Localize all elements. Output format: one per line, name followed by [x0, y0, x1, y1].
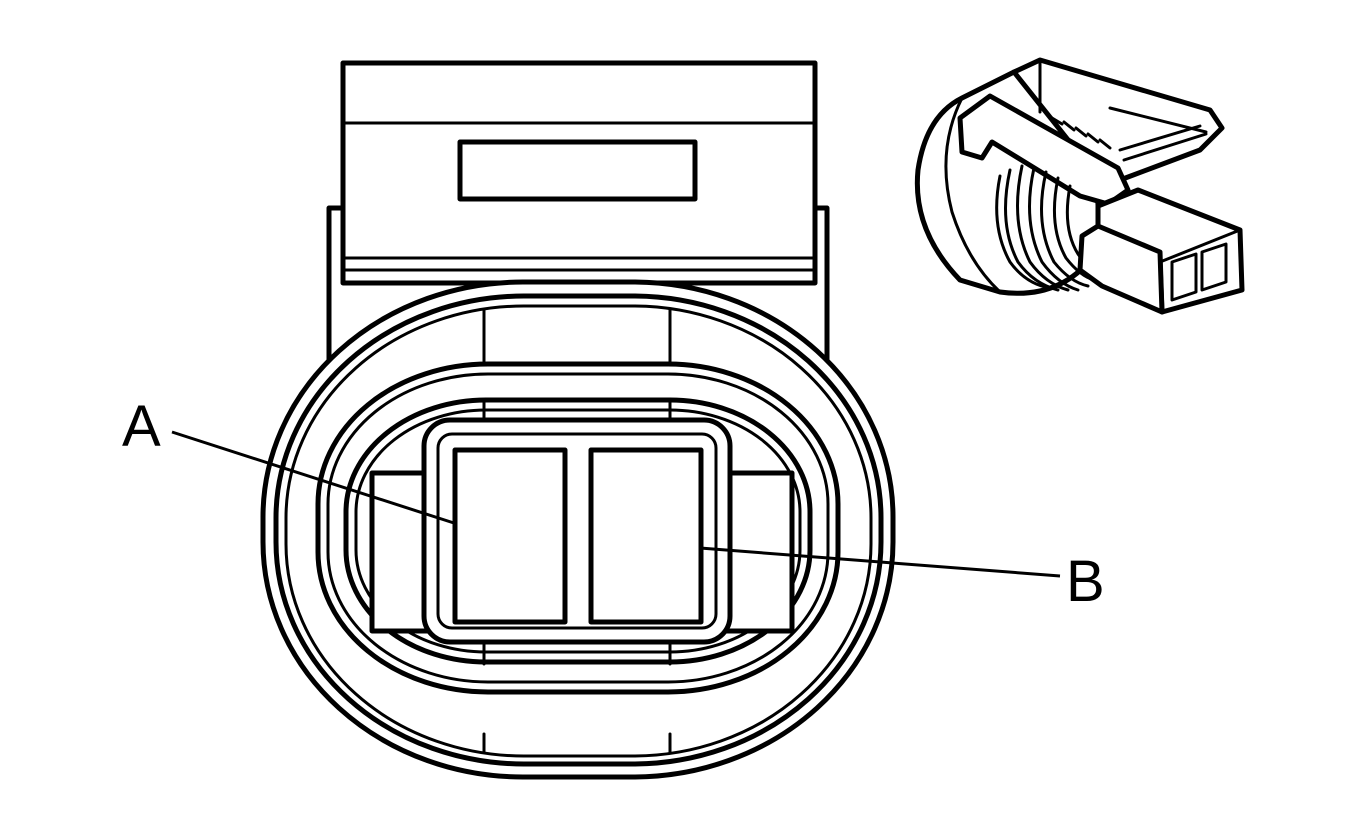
latch-window	[457, 139, 698, 202]
connector-isometric-view	[914, 57, 1245, 315]
iso-cavity-b	[1200, 242, 1228, 292]
callout-label-b: B	[1066, 549, 1105, 614]
seal-ring	[315, 308, 841, 754]
connector-face-view	[260, 60, 896, 780]
leader-line-b	[699, 546, 1061, 578]
callout-label-a: A	[122, 394, 161, 459]
terminal-cavity-a	[452, 447, 568, 625]
seal-coils	[995, 164, 1100, 292]
leader-line-a	[171, 430, 458, 526]
callout-b: B	[699, 546, 1105, 614]
iso-cavity-a	[1170, 252, 1198, 302]
terminal-cavity-b	[588, 447, 704, 625]
callout-a: A	[122, 394, 458, 526]
